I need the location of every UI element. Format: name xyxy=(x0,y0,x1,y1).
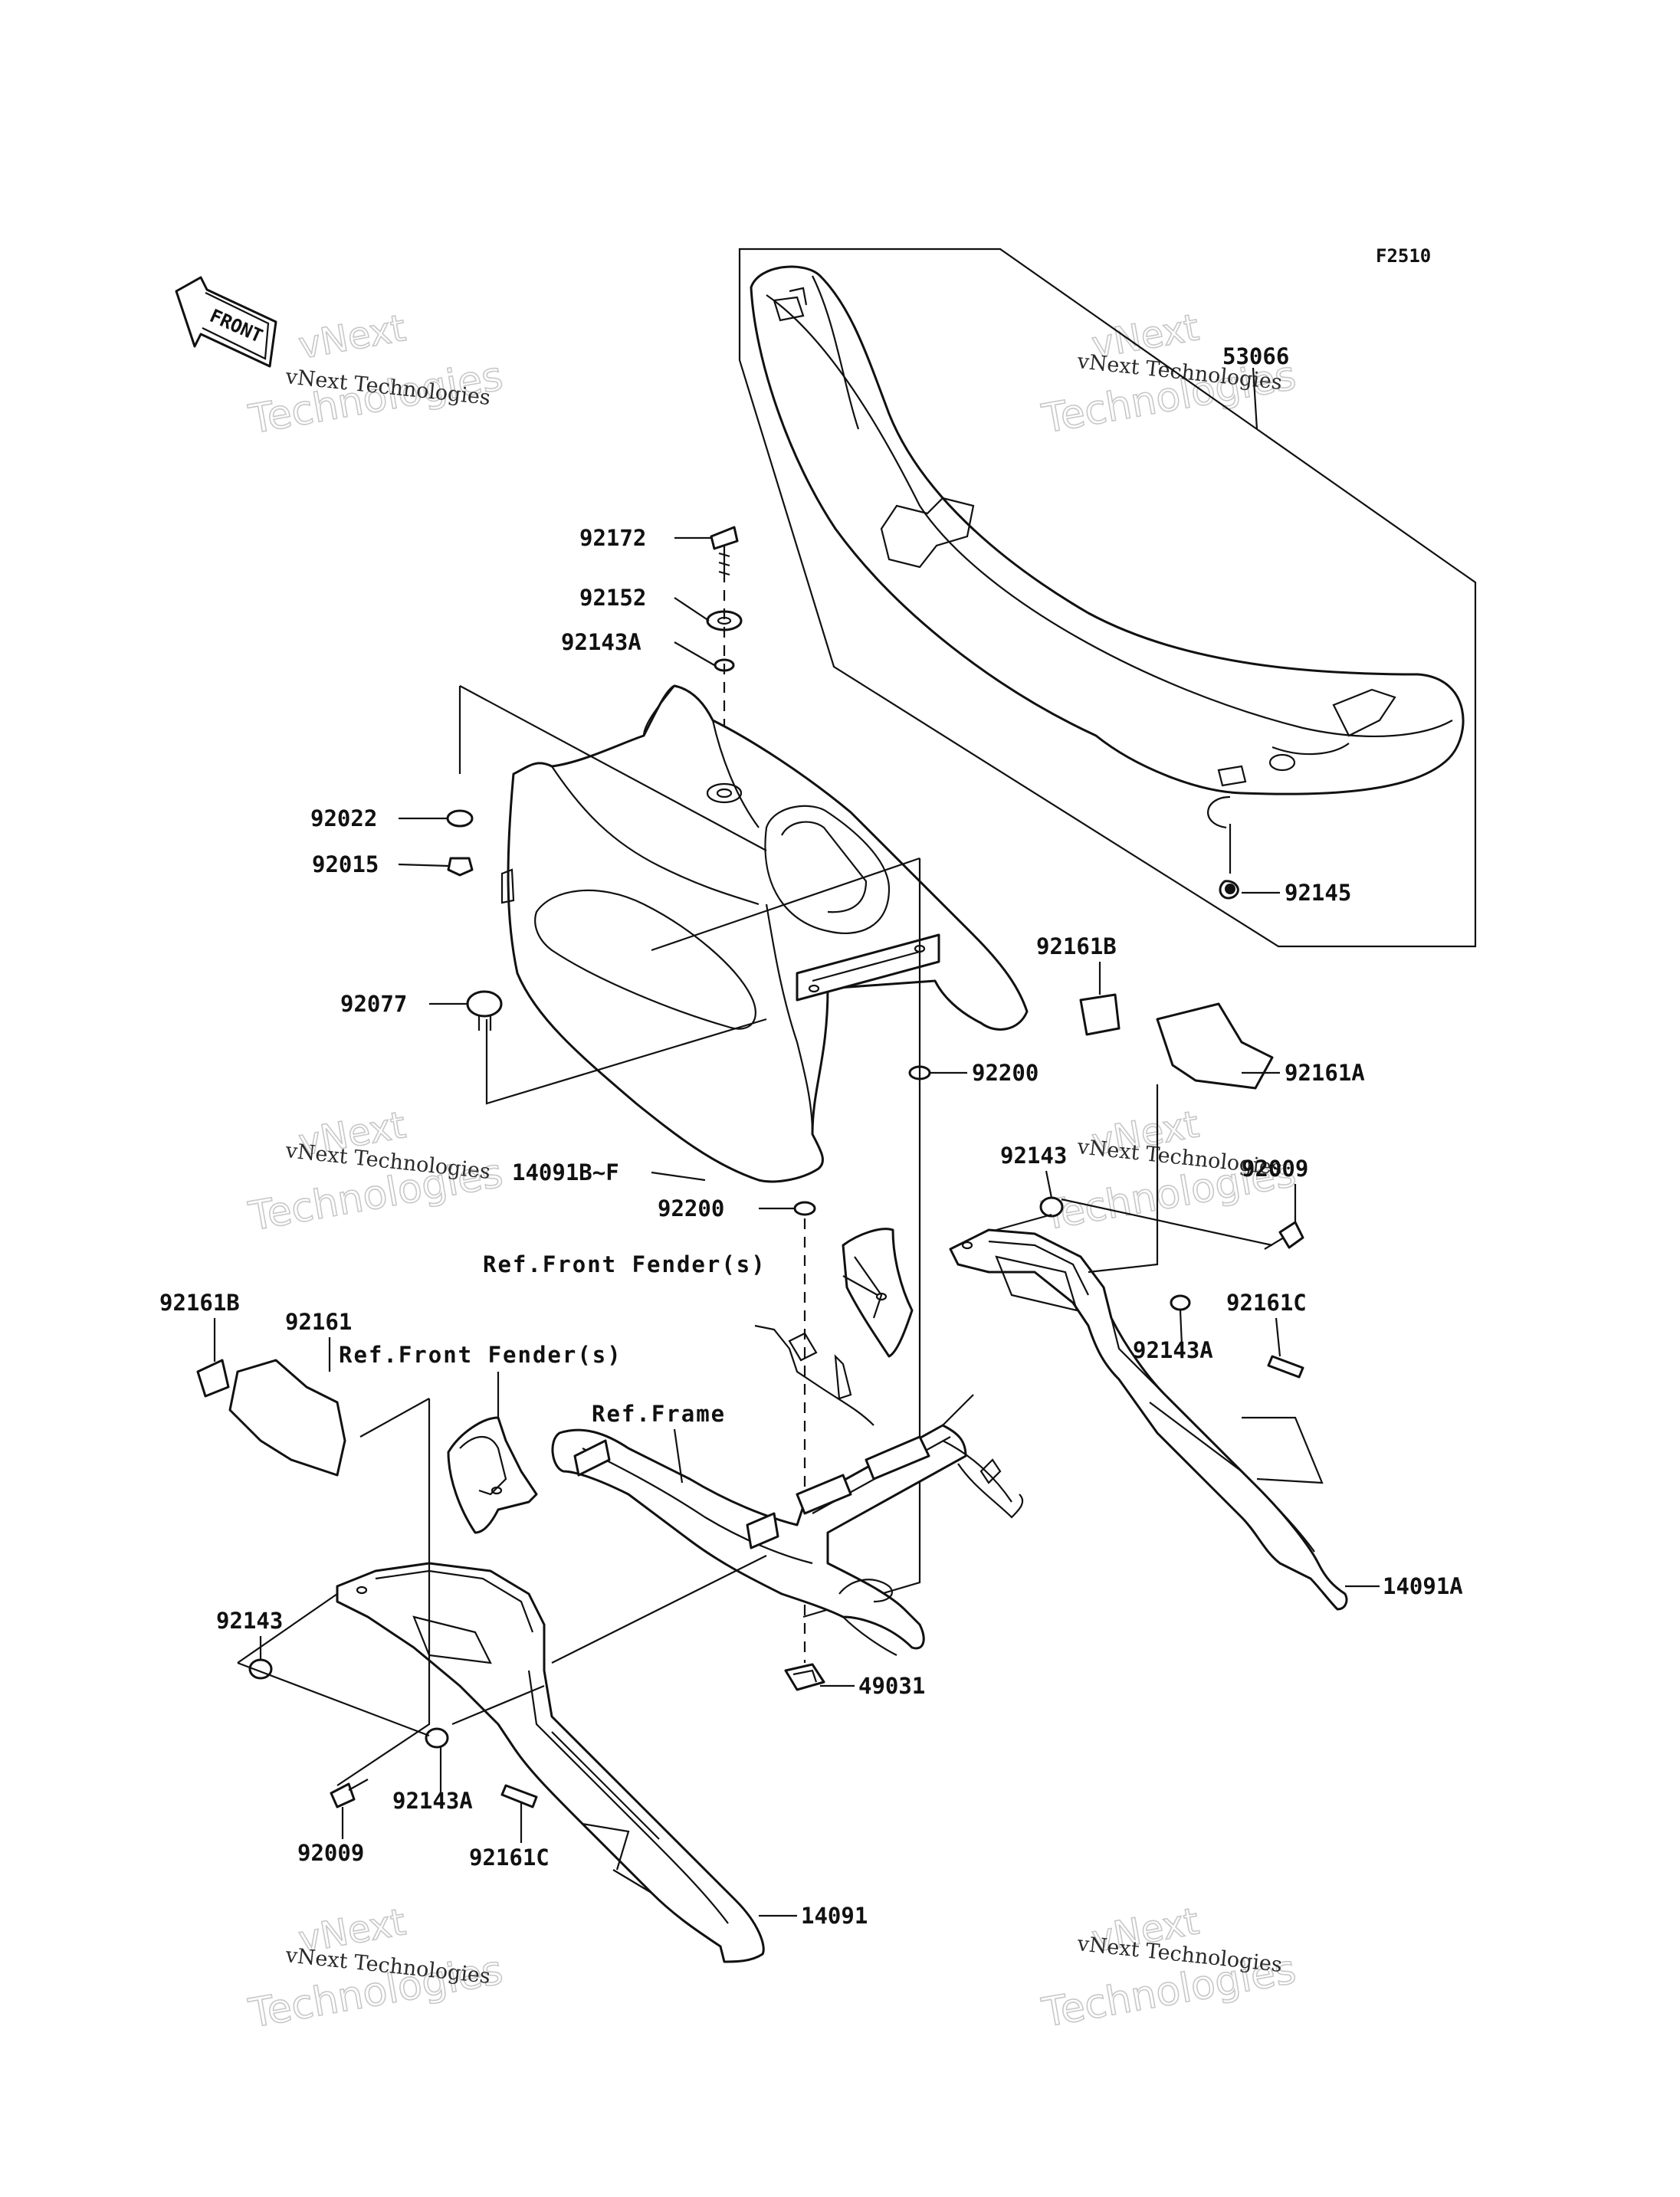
label-ref-frame: Ref.Frame xyxy=(592,1401,726,1427)
label-14091: 14091 xyxy=(801,1903,868,1929)
label-92009-right: 92009 xyxy=(1242,1156,1308,1182)
leader-ref-fender-1 xyxy=(842,1275,878,1296)
front-fender-ref-left xyxy=(447,1416,538,1534)
leader-14091BF xyxy=(651,1171,706,1182)
bolt-92009-right xyxy=(1264,1221,1304,1250)
sticker-92161A xyxy=(1156,1002,1274,1090)
grommet-92200-b xyxy=(793,1201,816,1216)
label-92200-a: 92200 xyxy=(972,1060,1039,1086)
leader-frame xyxy=(359,1398,430,1438)
sticker-92161C-left xyxy=(500,1784,538,1808)
label-92172: 92172 xyxy=(579,525,646,551)
leader-92143A-right xyxy=(1179,1310,1183,1346)
leader-frame xyxy=(582,1822,652,1894)
front-arrow-icon: FRONT xyxy=(175,276,277,368)
clip-92077 xyxy=(466,990,503,1031)
spring-92145 xyxy=(1207,795,1239,900)
leader-frame xyxy=(1088,1084,1159,1274)
label-92077: 92077 xyxy=(340,991,407,1017)
leader-53066 xyxy=(1252,367,1258,430)
label-92143A-top: 92143A xyxy=(561,629,641,655)
leader-frame xyxy=(237,1593,338,1664)
seat-group-box xyxy=(738,248,1477,948)
label-92200-b: 92200 xyxy=(658,1195,724,1221)
leader-frame xyxy=(458,685,767,851)
side-cover-14091A xyxy=(949,1228,1348,1611)
side-cover-14091 xyxy=(336,1562,765,1963)
leader-92143-right xyxy=(1045,1170,1053,1199)
watermark-text: vNext xyxy=(296,307,409,368)
nut-49031 xyxy=(784,1663,825,1691)
washer-92022 xyxy=(446,809,474,828)
label-ref-front-fender-2: Ref.Front Fender(s) xyxy=(339,1342,622,1368)
leader-92143A-top xyxy=(674,641,715,666)
screw-92172 xyxy=(710,526,739,582)
seat-53066 xyxy=(750,265,1465,795)
front-cover-14091BF xyxy=(500,684,1029,1183)
label-92161A: 92161A xyxy=(1285,1060,1365,1086)
label-92015: 92015 xyxy=(312,851,379,877)
label-14091BF: 14091B~F xyxy=(512,1159,619,1185)
label-92145: 92145 xyxy=(1285,880,1351,906)
label-92143A-right: 92143A xyxy=(1133,1337,1213,1363)
leader-frame xyxy=(336,1399,431,1786)
sticker-92161C-right xyxy=(1267,1355,1304,1379)
label-92161: 92161 xyxy=(285,1309,352,1335)
label-92161C-left: 92161C xyxy=(469,1844,550,1871)
label-ref-front-fender-1: Ref.Front Fender(s) xyxy=(483,1251,766,1277)
washer-92143A-left xyxy=(425,1727,449,1749)
leader-frame xyxy=(996,1198,1273,1247)
leader-frame xyxy=(1242,1416,1324,1484)
label-92143A-left: 92143A xyxy=(392,1788,473,1814)
label-92161B-left: 92161B xyxy=(159,1290,240,1316)
label-92161C-right: 92161C xyxy=(1226,1290,1307,1316)
frame-ref xyxy=(551,1324,1024,1656)
leader-92152 xyxy=(674,597,710,621)
sticker-92161B-left xyxy=(196,1359,230,1398)
watermark-top-left: vNext Technologies xyxy=(244,306,507,444)
label-92143-right: 92143 xyxy=(1000,1143,1067,1169)
label-92152: 92152 xyxy=(579,585,646,611)
leader-ref-frame xyxy=(673,1428,684,1484)
label-92009-left: 92009 xyxy=(297,1840,364,1866)
washer-92143A-right xyxy=(1170,1294,1191,1311)
sticker-92161B-right xyxy=(1079,993,1121,1036)
sticker-92161 xyxy=(228,1359,346,1477)
label-53066: 53066 xyxy=(1222,343,1289,369)
label-49031: 49031 xyxy=(858,1673,925,1699)
leader-frame xyxy=(237,1661,545,1737)
bolt-92009-left xyxy=(330,1779,369,1808)
figure-id: F2510 xyxy=(1376,245,1431,267)
leader-92161C-right xyxy=(1275,1317,1281,1357)
leader-frame xyxy=(651,857,920,952)
label-14091A: 14091A xyxy=(1383,1573,1463,1599)
collar-92143-right xyxy=(1039,1196,1064,1218)
leader-frame xyxy=(551,1555,767,1664)
nut-92015 xyxy=(447,857,474,877)
front-fender-ref-right xyxy=(842,1228,914,1358)
label-92161B-right: 92161B xyxy=(1036,933,1117,959)
label-92143-left: 92143 xyxy=(216,1608,283,1634)
label-92022: 92022 xyxy=(310,805,377,831)
leader-frame xyxy=(485,1018,767,1105)
leader-92015 xyxy=(398,863,449,867)
